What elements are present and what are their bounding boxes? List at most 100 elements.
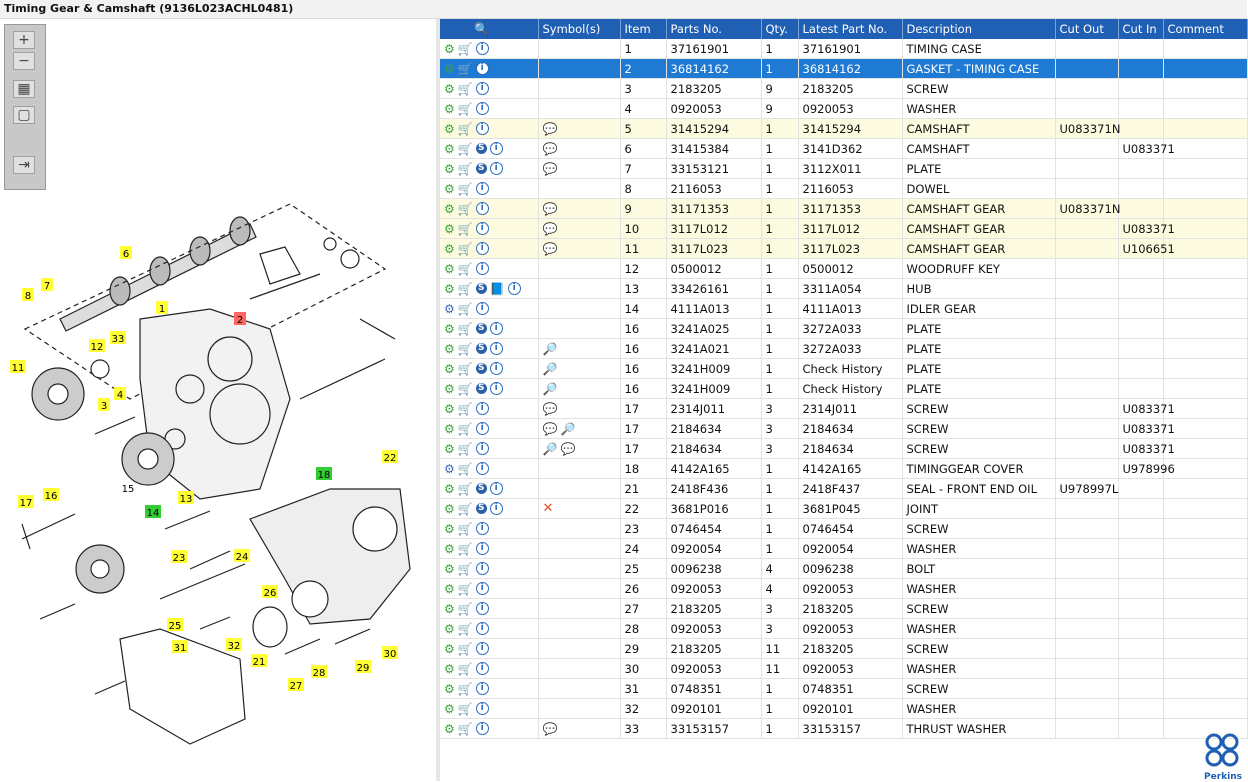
callout-label[interactable]: 7 (44, 281, 50, 292)
note-icon[interactable]: 💬 (560, 441, 576, 456)
gear-icon[interactable]: ⚙ (444, 221, 455, 236)
gear-icon[interactable]: ⚙ (444, 241, 455, 256)
callout-box[interactable] (234, 549, 250, 562)
info-icon[interactable]: i (475, 642, 489, 656)
history-icon[interactable]: 🔎 (542, 381, 558, 396)
cart-icon[interactable]: 🛒 (457, 241, 473, 256)
info-icon[interactable]: i (475, 722, 489, 736)
info-icon[interactable]: i (489, 162, 503, 176)
gear-icon[interactable]: ⚙ (444, 181, 455, 196)
gear-icon[interactable]: ⚙ (444, 501, 455, 516)
gear-icon[interactable]: ⚙ (444, 621, 455, 636)
gear-icon[interactable]: ⚙ (444, 701, 455, 716)
cart-icon[interactable]: 🛒 (457, 361, 473, 376)
info-icon[interactable]: i (489, 502, 503, 516)
cart-icon[interactable]: 🛒 (457, 121, 473, 136)
callout-box[interactable] (98, 398, 110, 411)
callout-label[interactable]: 3 (101, 401, 107, 412)
gear-icon[interactable]: ⚙ (444, 421, 455, 436)
callout-box[interactable] (251, 654, 267, 667)
callout-label[interactable]: 30 (384, 649, 397, 660)
callout-box[interactable] (22, 288, 34, 301)
note-icon[interactable]: 💬 (542, 161, 558, 176)
column-header-symbol-s[interactable]: Symbol(s) (538, 19, 621, 39)
callout-box[interactable] (171, 550, 187, 563)
info-icon[interactable]: i (475, 602, 489, 616)
gear-icon[interactable]: ⚙ (444, 41, 455, 56)
service-icon[interactable]: S (475, 383, 487, 395)
callout-box[interactable] (41, 278, 53, 291)
info-icon[interactable]: i (489, 482, 503, 496)
export-button[interactable]: ⇥ (13, 156, 35, 174)
column-header-cut-in[interactable]: Cut In (1118, 19, 1164, 39)
info-icon[interactable]: i (475, 702, 489, 716)
callout-box[interactable] (288, 678, 304, 691)
service-icon[interactable]: S (475, 283, 487, 295)
gear-icon[interactable]: ⚙ (444, 681, 455, 696)
info-icon[interactable]: i (475, 302, 489, 316)
cart-icon[interactable]: 🛒 (457, 461, 473, 476)
callout-label[interactable]: 4 (117, 390, 123, 401)
gear-icon[interactable]: ⚙ (444, 581, 455, 596)
info-icon[interactable]: i (475, 182, 489, 196)
info-icon[interactable]: i (475, 122, 489, 136)
callout-label[interactable]: 24 (236, 552, 249, 563)
diagram-panel[interactable]: +−▦▢⇥ (0, 19, 436, 781)
cart-icon[interactable]: 🛒 (457, 341, 473, 356)
info-icon[interactable]: i (475, 662, 489, 676)
callout-label[interactable]: 33 (112, 334, 125, 345)
gear-icon[interactable]: ⚙ (444, 661, 455, 676)
callout-label[interactable]: 25 (169, 621, 182, 632)
cart-icon[interactable]: 🛒 (457, 441, 473, 456)
callout-box[interactable] (234, 312, 246, 325)
gear-icon[interactable]: ⚙ (444, 281, 455, 296)
info-icon[interactable]: i (475, 222, 489, 236)
column-header-item[interactable]: Item (620, 19, 667, 39)
info-icon[interactable]: i (475, 42, 489, 56)
zoom-out-button[interactable]: − (13, 52, 35, 70)
cart-icon[interactable]: 🛒 (457, 101, 473, 116)
callout-label[interactable]: 29 (357, 663, 370, 674)
cart-icon[interactable]: 🛒 (457, 261, 473, 276)
service-icon[interactable]: S (475, 143, 487, 155)
callout-box[interactable] (172, 640, 188, 653)
callout-box[interactable] (114, 387, 126, 400)
gear-icon[interactable]: ⚙ (444, 321, 455, 336)
info-icon[interactable]: i (475, 682, 489, 696)
info-icon[interactable]: i (489, 342, 503, 356)
fit-page-button[interactable]: ▦ (13, 80, 35, 98)
callout-box[interactable] (316, 467, 332, 480)
gear-icon[interactable]: ⚙ (444, 601, 455, 616)
cart-icon[interactable]: 🛒 (457, 81, 473, 96)
callout-box[interactable] (156, 301, 168, 314)
gear-icon[interactable]: ⚙ (444, 541, 455, 556)
note-icon[interactable]: 💬 (542, 121, 558, 136)
column-header-comment[interactable]: Comment (1163, 19, 1248, 39)
callout-box[interactable] (89, 339, 105, 352)
callout-label[interactable]: 26 (264, 588, 277, 599)
book-icon[interactable]: 📘 (489, 281, 505, 296)
cart-icon[interactable]: 🛒 (457, 161, 473, 176)
cart-icon[interactable]: 🛒 (457, 201, 473, 216)
callout-box[interactable] (110, 331, 126, 344)
callout-box[interactable] (311, 665, 327, 678)
note-icon[interactable]: 💬 (542, 721, 558, 736)
callout-label[interactable]: 23 (173, 553, 186, 564)
cart-icon[interactable]: 🛒 (457, 641, 473, 656)
callout-label[interactable]: 6 (123, 249, 129, 260)
service-icon[interactable]: S (475, 503, 487, 515)
callout-label[interactable]: 12 (91, 342, 104, 353)
gear-icon[interactable]: ⚙ (444, 641, 455, 656)
cart-icon[interactable]: 🛒 (457, 661, 473, 676)
callout-label[interactable]: 13 (180, 494, 193, 505)
